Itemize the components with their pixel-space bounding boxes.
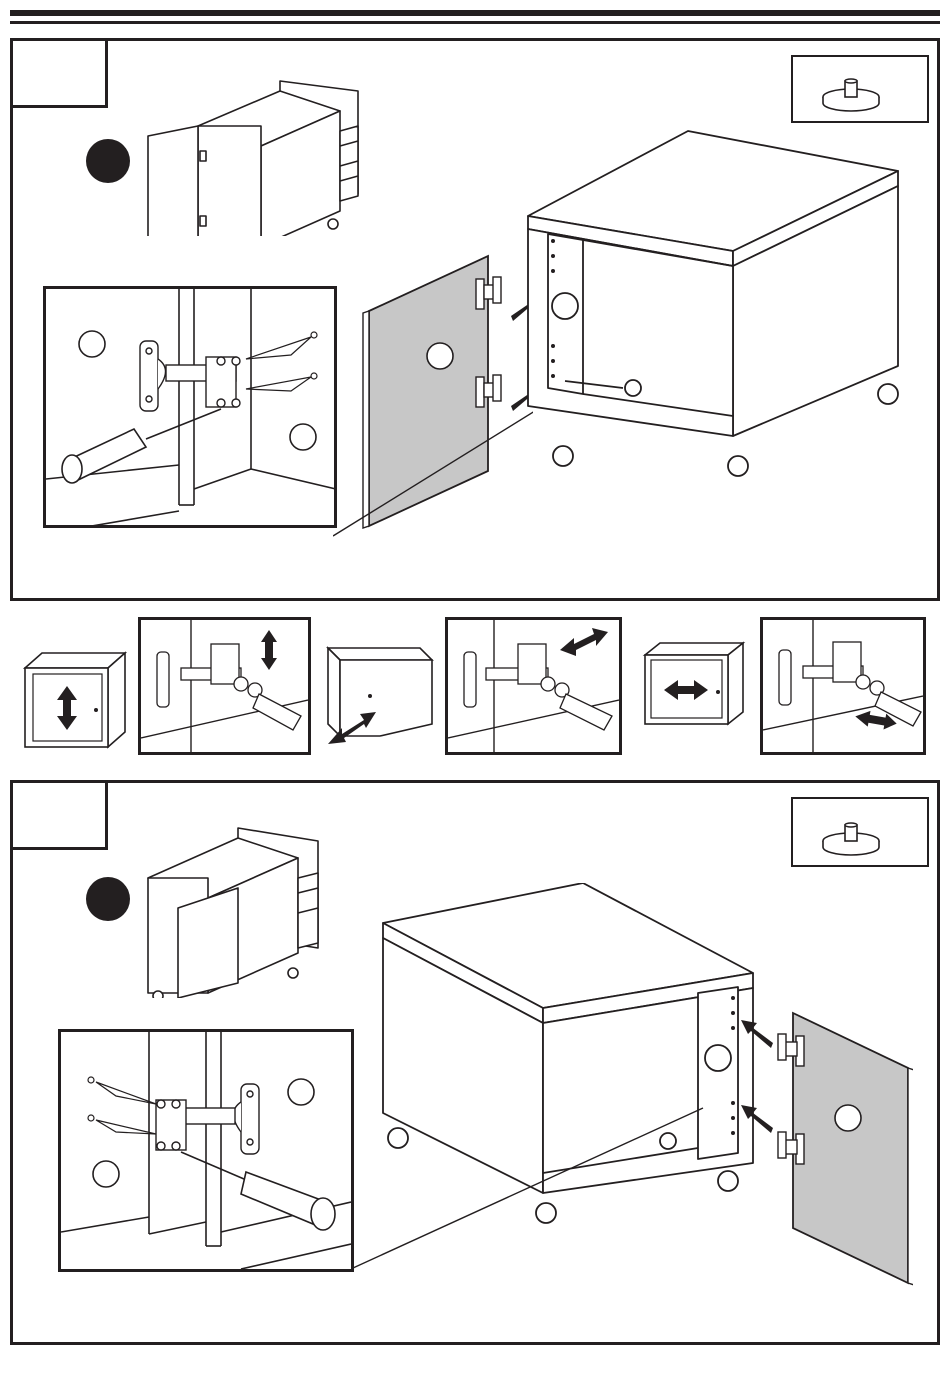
- step-marker-dot: [86, 139, 130, 183]
- door-vertical-adjust-diagram: [22, 650, 128, 752]
- cabinet-overview-illustration: [143, 823, 343, 998]
- header-rule-thin: [10, 21, 940, 24]
- hinge-detail-inset: [58, 1029, 354, 1272]
- step-marker-dot: [86, 877, 130, 921]
- hinge-adjust-vertical: [138, 617, 311, 755]
- screwdriver-hinge-icon: [46, 289, 336, 527]
- part-box: [791, 797, 929, 867]
- step-panel-1: [10, 38, 940, 601]
- hinge-adjust-horizontal: [760, 617, 926, 755]
- cabinet-main-illustration: [523, 126, 923, 486]
- screwdriver-hinge-icon: [61, 1032, 351, 1269]
- furniture-glide-icon: [793, 799, 927, 865]
- hinge-detail-inset: [43, 286, 337, 528]
- part-box: [791, 55, 929, 123]
- step-panel-2: [10, 780, 940, 1345]
- step-number-box: [10, 38, 108, 108]
- hinge-adjust-depth: [445, 617, 622, 755]
- step-number-box: [10, 780, 108, 850]
- door-panel-illustration: [333, 241, 533, 541]
- furniture-glide-icon: [793, 57, 927, 121]
- header-rule-thick: [10, 10, 940, 16]
- door-depth-adjust-diagram: [320, 640, 435, 750]
- door-panel-illustration: [353, 998, 913, 1318]
- cabinet-overview-illustration: [143, 76, 373, 236]
- door-horizontal-adjust-diagram: [640, 640, 746, 732]
